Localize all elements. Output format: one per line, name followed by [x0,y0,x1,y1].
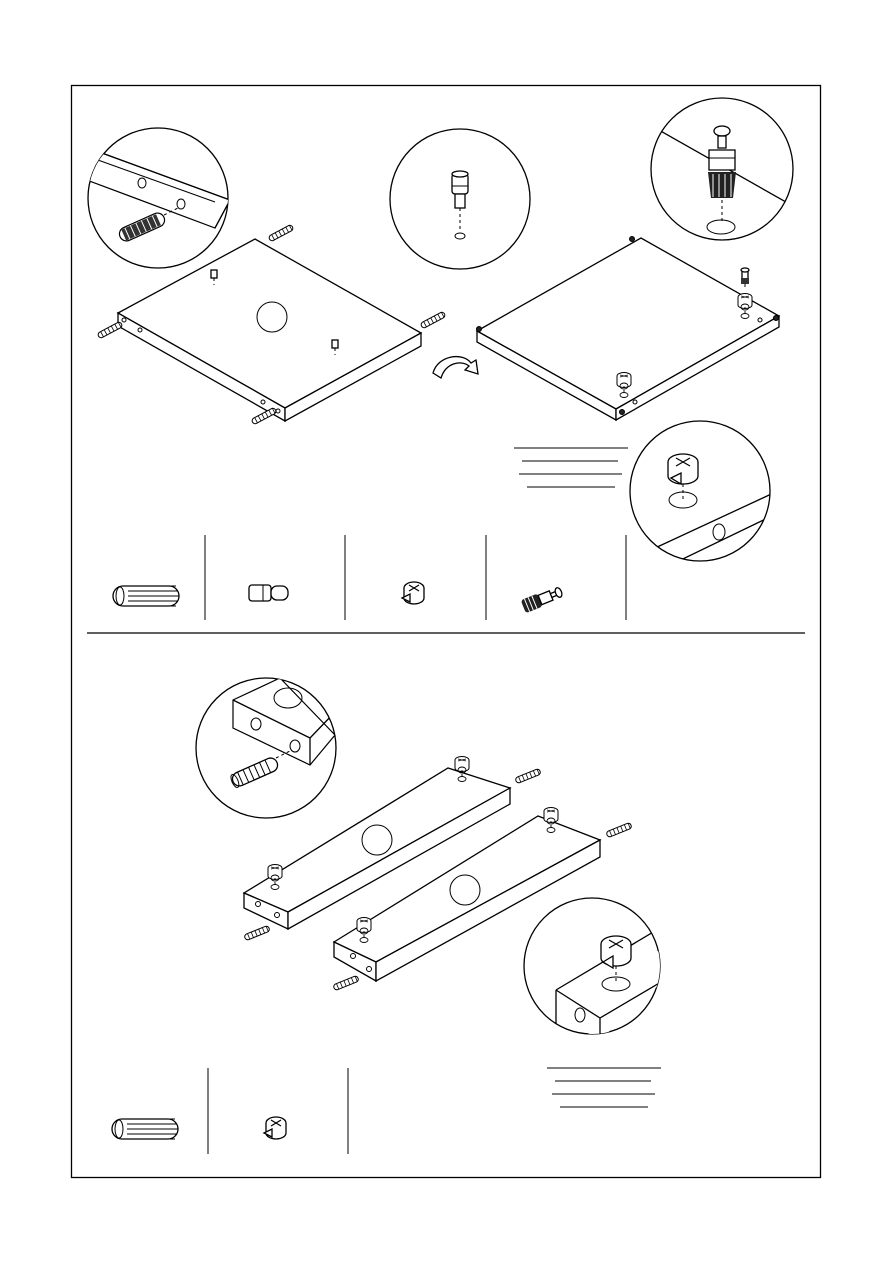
shelf-pin-detail-circle [390,129,530,269]
cam-bolt-detail-circle [650,98,800,240]
cam-lock-detail-circle [524,898,690,1045]
step-2-caption-lines [547,1068,661,1107]
step-2-parts-row [112,1068,348,1154]
dowel-detail-circle [196,678,336,818]
step-1-caption-lines [514,448,628,487]
wooden-dowel-icon [113,586,179,606]
cam-lock-detail-circle [630,421,780,570]
shelf-pin-icon [249,585,288,601]
dowel-detail-circle [60,128,230,268]
right-panel-assembly [477,237,780,421]
step-1-section [60,98,800,620]
step-1-parts-row [113,535,626,620]
step-2-section [112,678,690,1154]
cam-lock-icon [264,1117,286,1139]
rotate-panel-arrow-icon [433,357,478,378]
wooden-dowel-icon [112,1119,178,1139]
cam-lock-icon [402,582,424,604]
cam-bolt-icon [521,585,564,613]
